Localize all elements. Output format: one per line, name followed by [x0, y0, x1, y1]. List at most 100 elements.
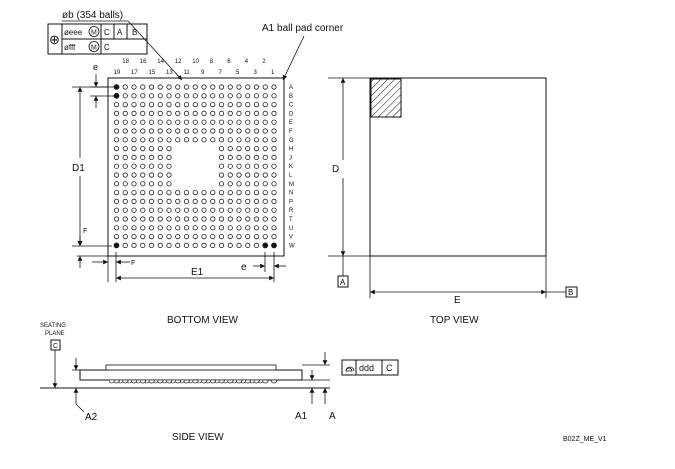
ball: [122, 163, 128, 169]
figure-id: B02Z_ME_V1: [563, 436, 607, 443]
column-label: 10: [192, 59, 199, 65]
ball: [183, 234, 190, 240]
ball: [148, 84, 155, 90]
ball: [236, 119, 242, 125]
ball: [227, 207, 233, 213]
ball: [227, 154, 233, 160]
a1-corner-callout: A1 ball pad corner: [262, 23, 344, 34]
e1-label: E1: [191, 267, 204, 278]
ball: [183, 102, 190, 108]
ball: [157, 242, 163, 248]
ball: [218, 172, 225, 178]
ball: [157, 119, 163, 125]
top-view-package-outline: [369, 77, 547, 257]
row-label: N: [289, 191, 293, 197]
row-label: D: [289, 111, 294, 117]
ball: [122, 207, 128, 213]
row-label: B: [289, 94, 293, 100]
ball: [157, 128, 163, 134]
ball: [157, 163, 163, 169]
ball: [131, 190, 137, 196]
ball: [245, 163, 251, 169]
ball: [253, 128, 260, 134]
ball: [131, 242, 137, 248]
f-vertical-label: F: [83, 228, 87, 235]
ball: [166, 225, 172, 231]
ball: [148, 172, 155, 178]
ball: [245, 234, 251, 240]
ball: [140, 225, 146, 231]
ball: [122, 216, 128, 222]
ball: [271, 128, 277, 134]
ball: [148, 242, 155, 248]
column-label: 1: [271, 70, 275, 76]
ball: [166, 207, 172, 213]
ball: [253, 190, 260, 196]
ball: [218, 84, 225, 90]
ball: [201, 84, 207, 90]
ball: [227, 242, 233, 248]
ball: [227, 172, 233, 178]
ball: [227, 190, 233, 196]
ball: [113, 154, 120, 160]
ball: [253, 84, 260, 90]
ball: [140, 207, 146, 213]
ball: [236, 190, 242, 196]
ball: [113, 234, 120, 240]
ball: [262, 242, 269, 249]
mmc-modifier-1: M: [91, 30, 97, 37]
ball: [148, 207, 155, 213]
ball: [157, 216, 163, 222]
ball: [227, 102, 233, 108]
ball: [113, 92, 120, 99]
ball: [148, 102, 155, 108]
ball: [157, 154, 163, 160]
ball: [262, 234, 268, 240]
ball: [157, 234, 163, 240]
ball: [262, 93, 268, 99]
datum-c-label: C: [53, 343, 58, 350]
ball: [113, 128, 120, 134]
ball: [210, 207, 216, 213]
ball: [253, 154, 260, 160]
ball: [140, 154, 146, 160]
ball: [236, 234, 242, 240]
ball: [262, 163, 268, 169]
ball: [183, 84, 190, 90]
ball: [122, 119, 128, 125]
ball: [253, 242, 260, 248]
ball: [227, 163, 233, 169]
column-label: 16: [140, 59, 147, 65]
ball: [262, 128, 268, 134]
ball: [210, 216, 216, 222]
ball: [175, 84, 181, 90]
ball: [253, 119, 260, 125]
ball: [210, 234, 216, 240]
ball: [192, 242, 198, 248]
ball: [253, 181, 260, 187]
d-label: D: [332, 164, 339, 175]
ball: [245, 128, 251, 134]
ball: [175, 198, 181, 204]
ball: [236, 225, 242, 231]
side-view-balls: [108, 379, 278, 384]
ball: [262, 110, 268, 117]
ball: [140, 102, 146, 108]
seating-plane-line2: PLANE: [45, 331, 65, 337]
ball: [271, 119, 277, 125]
ball-grid: [113, 84, 277, 249]
ball: [166, 137, 172, 143]
ball: [122, 181, 128, 187]
ball: [245, 198, 251, 204]
ball: [192, 190, 198, 196]
ball: [236, 102, 242, 108]
ball: [210, 137, 216, 143]
a2-label: A2: [85, 412, 98, 423]
ball: [218, 190, 225, 196]
ball: [271, 84, 277, 90]
ball: [192, 137, 198, 143]
ball: [227, 225, 233, 231]
ball: [148, 110, 155, 117]
ball: [140, 93, 146, 99]
